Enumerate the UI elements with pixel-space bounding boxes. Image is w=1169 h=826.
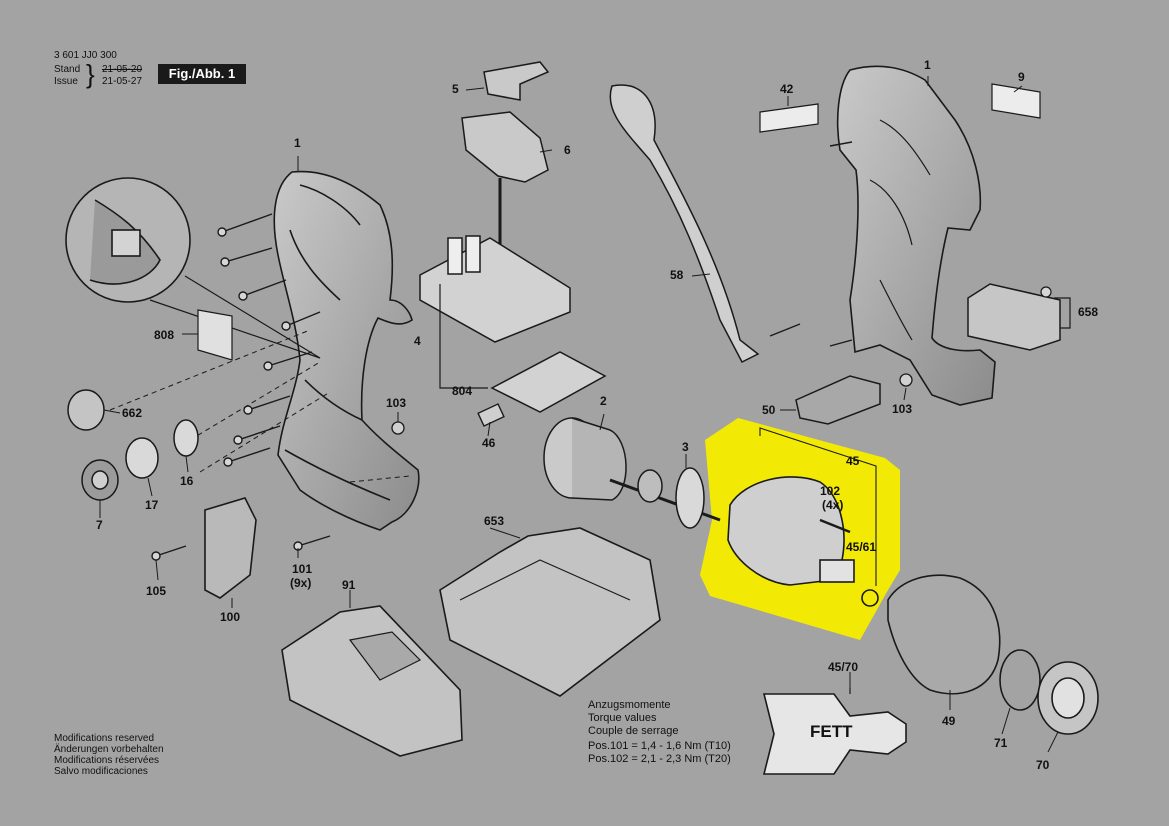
- motor-group: [543, 417, 721, 529]
- callout-part-9: 9: [1018, 70, 1025, 84]
- callout-part-3: 3: [682, 440, 689, 454]
- callout-part-49: 49: [942, 714, 956, 728]
- callout-part-4: 4: [414, 334, 421, 348]
- callout-part-71: 71: [994, 736, 1008, 750]
- left-housing-shell: [273, 170, 420, 531]
- gear-housing-45: [727, 476, 879, 607]
- callout-part-103-right: 103: [892, 402, 913, 416]
- grease-tube-fett: [762, 693, 907, 775]
- fett-label: FETT: [810, 722, 853, 741]
- callout-part-70: 70: [1036, 758, 1050, 772]
- callout-part-653: 653: [484, 514, 505, 528]
- callout-part-5: 5: [452, 82, 459, 96]
- figure-badge: Fig./Abb. 1: [158, 64, 246, 84]
- callout-part-101-qty: (9x): [290, 576, 312, 590]
- callout-part-102: 102: [820, 484, 841, 498]
- callout-part-1-left: 1: [294, 136, 301, 150]
- modifications-fr: Modifications réservées: [54, 755, 160, 766]
- group-45-bracket: [759, 427, 877, 586]
- callout-part-102-qty: (4x): [822, 498, 844, 512]
- callout-part-42: 42: [780, 82, 794, 96]
- callout-part-105: 105: [146, 584, 167, 598]
- foot-pad-50: [795, 375, 881, 425]
- label-plate-42: [759, 103, 819, 133]
- switch-group: [419, 61, 607, 413]
- callout-part-658: 658: [1078, 305, 1099, 319]
- callout-part-804: 804: [452, 384, 473, 398]
- callout-part-45: 45: [846, 454, 860, 468]
- modifications-de: Änderungen vorbehalten: [54, 744, 164, 755]
- callout-part-2: 2: [600, 394, 607, 408]
- charger-91: [281, 605, 463, 757]
- callout-part-58: 58: [670, 268, 684, 282]
- new-date: 21-05-27: [102, 76, 143, 87]
- wrist-strap-58: [609, 84, 760, 363]
- modifications-es: Salvo modificaciones: [54, 766, 148, 777]
- group-4-bracket: [439, 284, 488, 389]
- leader-lines: [99, 76, 1059, 753]
- spring-46: [477, 403, 505, 427]
- callout-part-100: 100: [220, 610, 241, 624]
- torque-title-de: Anzugsmomente: [588, 699, 671, 711]
- torque-pos-102: Pos.102 = 2,1 - 2,3 Nm (T20): [588, 753, 731, 765]
- callout-part-7: 7: [96, 518, 103, 532]
- callout-part-103-left: 103: [386, 396, 407, 410]
- nose-group: [887, 574, 1099, 735]
- housing-screws: [151, 213, 331, 561]
- detail-zoom-circle: [65, 177, 321, 359]
- callout-part-808: 808: [154, 328, 175, 342]
- part-808-pad: [197, 309, 233, 361]
- old-date: 21-05-20: [102, 64, 143, 75]
- stand-label: Stand: [54, 64, 81, 75]
- torque-title-en: Torque values: [588, 712, 657, 724]
- header-brace: }: [86, 59, 95, 89]
- assembly-guide-lines: [109, 329, 411, 483]
- callout-part-91: 91: [342, 578, 356, 592]
- callout-part-6: 6: [564, 143, 571, 157]
- callout-part-17: 17: [145, 498, 159, 512]
- callout-part-50: 50: [762, 403, 776, 417]
- belt-clip-100: [204, 497, 257, 599]
- modifications-en: Modifications reserved: [54, 733, 155, 744]
- torque-title-fr: Couple de serrage: [588, 725, 679, 737]
- label-plate-9: [991, 83, 1041, 119]
- callout-part-101: 101: [292, 562, 313, 576]
- callout-part-662: 662: [122, 406, 143, 420]
- issue-label: Issue: [54, 76, 78, 87]
- right-housing-details: [869, 119, 931, 341]
- callout-part-46: 46: [482, 436, 496, 450]
- small-caps-group: [67, 389, 199, 501]
- torque-pos-101: Pos.101 = 1,4 - 1,6 Nm (T10): [588, 740, 731, 752]
- callout-part-45-61: 45/61: [846, 540, 877, 554]
- battery-653: [439, 527, 661, 697]
- clip-658: [967, 283, 1061, 351]
- callout-part-1-right: 1: [924, 58, 931, 72]
- callout-part-45-70: 45/70: [828, 660, 859, 674]
- doc-number: 3 601 JJ0 300: [54, 50, 117, 61]
- right-housing-shell: [836, 65, 996, 406]
- callout-part-16: 16: [180, 474, 194, 488]
